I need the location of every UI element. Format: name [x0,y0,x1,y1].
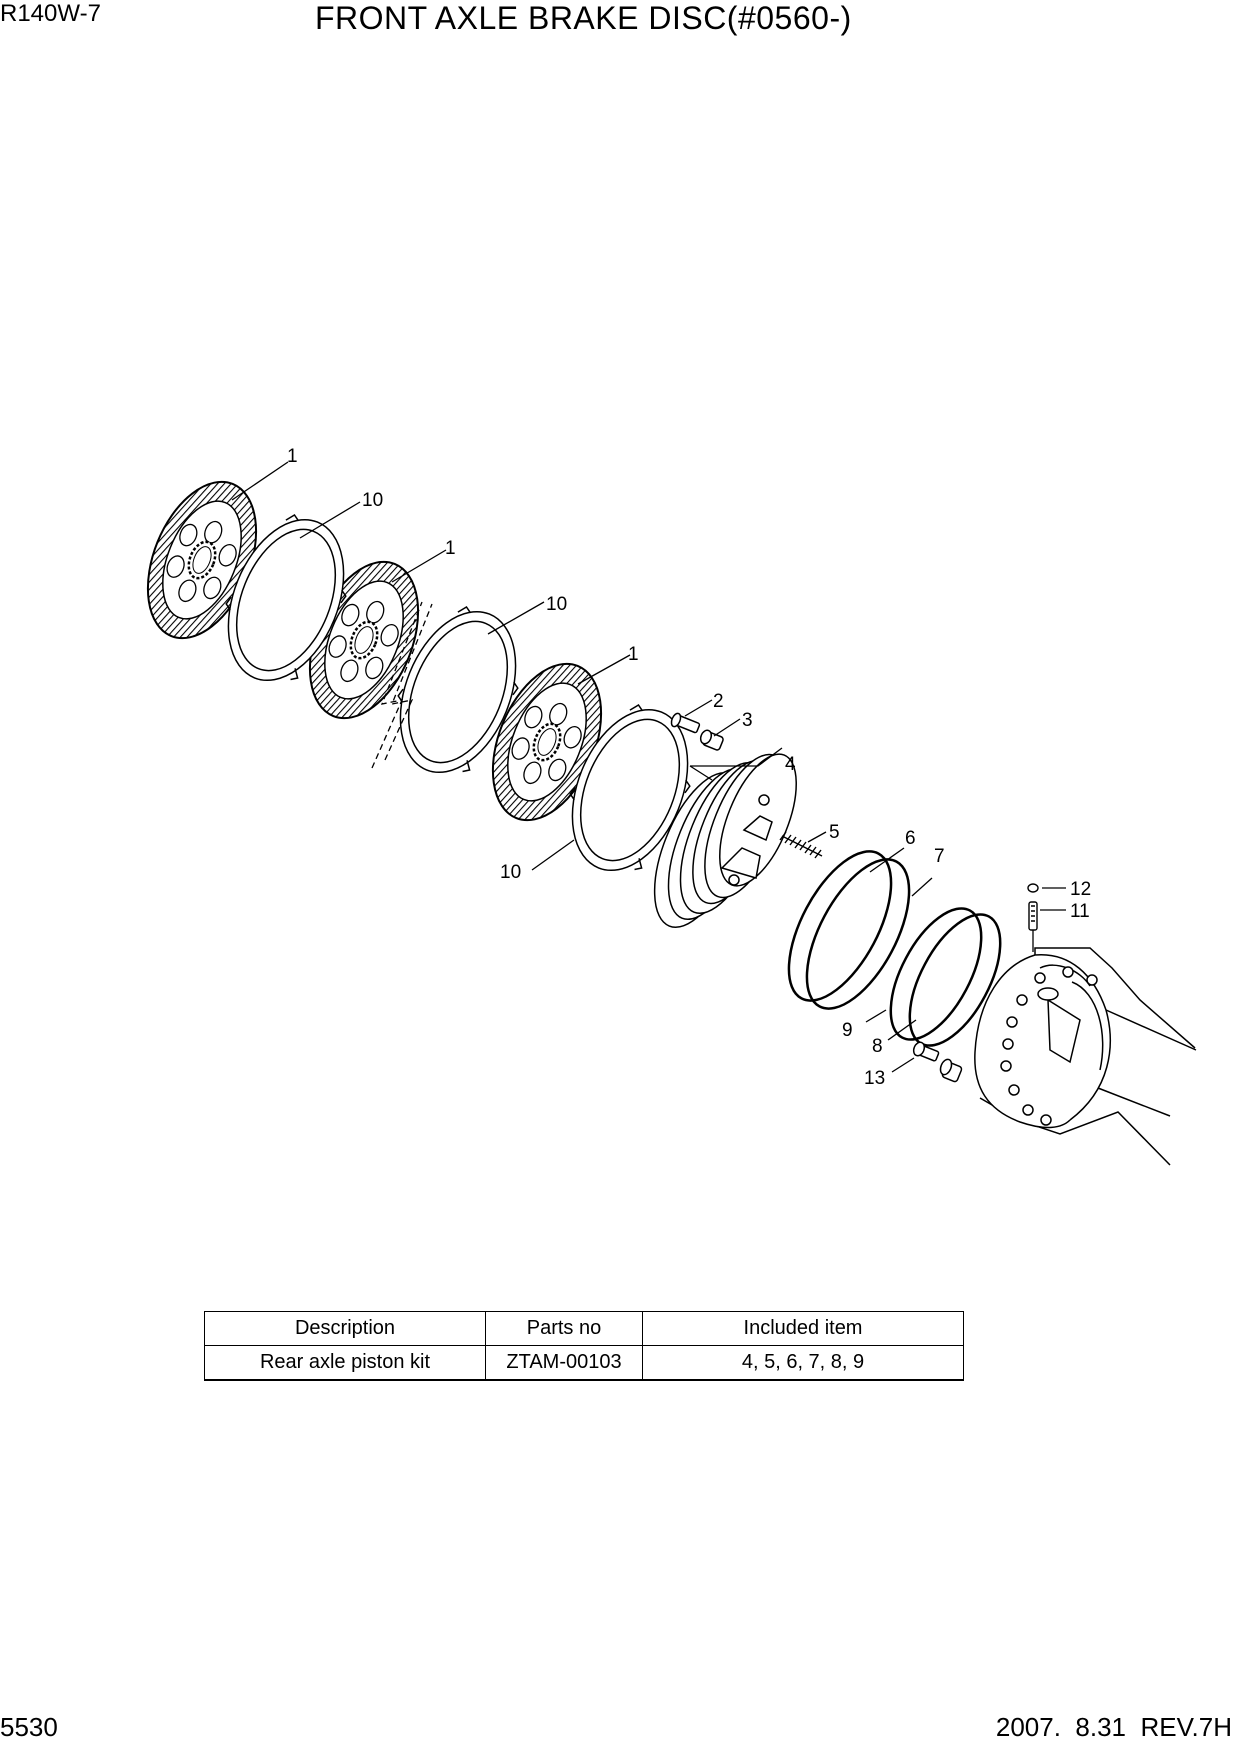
cell-description: Rear axle piston kit [204,1345,486,1381]
callout-4: 4 [785,754,796,775]
callout-7: 7 [934,846,945,867]
callout-11: 11 [1070,901,1090,922]
o-ring-item-9 [787,850,893,1002]
callout-6: 6 [905,828,916,849]
piston-kit-table: Description Parts no Included item Rear … [204,1311,964,1381]
axle-housing [974,947,1197,1166]
callout-10a: 10 [362,490,383,511]
spring-item-5 [779,831,823,859]
table-row: Rear axle piston kit ZTAM-00103 4, 5, 6,… [204,1345,964,1381]
leader-lines [231,461,1066,1073]
cell-parts-no: ZTAM-00103 [485,1345,643,1381]
page-number: 5530 [0,1712,58,1742]
model-code: R140W-7 [0,0,101,27]
bleeder-screw-item-11 [1028,901,1038,931]
callout-9: 9 [842,1020,853,1041]
callout-3: 3 [742,710,753,731]
callout-8: 8 [872,1036,883,1057]
callout-1a: 1 [287,446,298,467]
callout-10b: 10 [546,594,567,615]
cap-item-12 [1027,883,1039,893]
break-marks [371,601,433,769]
o-ring-item-6 [805,858,911,1010]
header-included-item: Included item [642,1311,964,1346]
header-parts-no: Parts no [485,1311,643,1346]
callout-1c: 1 [628,644,639,665]
page-title: FRONT AXLE BRAKE DISC(#0560-) [315,0,852,36]
o-ring-item-8 [889,907,983,1041]
callout-1b: 1 [445,538,456,559]
table-header-row: Description Parts no Included item [204,1311,964,1346]
callout-10c: 10 [500,862,521,883]
cell-included-item: 4, 5, 6, 7, 8, 9 [642,1345,964,1381]
callout-5: 5 [829,822,840,843]
bolt-item-2 [670,712,701,734]
header-description: Description [204,1311,486,1346]
bushing-item-3 [699,729,724,751]
bolt-item-13 [912,1041,963,1083]
callout-12: 12 [1070,879,1091,900]
callout-13: 13 [864,1068,885,1089]
piston-item-4 [653,753,797,928]
callout-2: 2 [713,691,724,712]
revision-date: 2007. 8.31 REV.7H [995,1712,1232,1742]
